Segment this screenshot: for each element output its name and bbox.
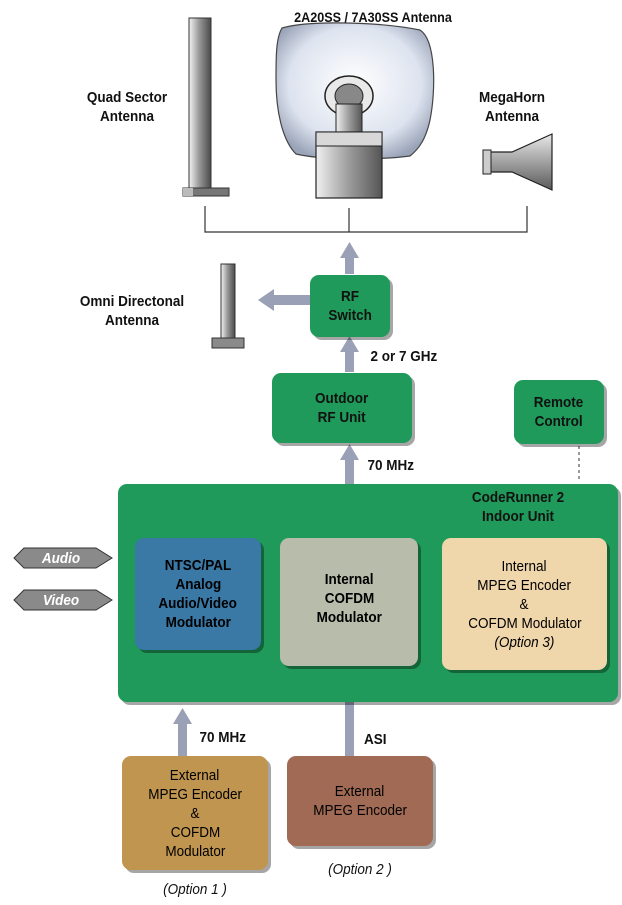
quad-sector-antenna-icon bbox=[182, 17, 230, 197]
if-70mhz-bottom-label: 70 MHz bbox=[199, 729, 247, 746]
internal-mpeg-encoder-box: Internal MPEG Encoder & COFDM Modulator … bbox=[442, 538, 607, 670]
omni-antenna-icon bbox=[211, 263, 245, 349]
if-70mhz-top-label: 70 MHz bbox=[367, 457, 415, 474]
video-input-arrow bbox=[13, 589, 113, 611]
external-mpeg-encoder-box: External MPEG Encoder bbox=[287, 756, 433, 846]
audio-input-label: Audio bbox=[41, 550, 81, 567]
asi-label: ASI bbox=[364, 731, 387, 748]
audio-input-arrow bbox=[13, 547, 113, 569]
parabolic-antenna-icon bbox=[275, 22, 435, 199]
option-1-label: (Option 1 ) bbox=[163, 881, 227, 898]
external-mpeg-cofdm-box: External MPEG Encoder & COFDM Modulator bbox=[122, 756, 268, 870]
megahorn-antenna-icon bbox=[482, 133, 553, 191]
option-2-label: (Option 2 ) bbox=[328, 861, 392, 878]
parabolic-antenna-label: 2A20SS / 7A30SS Antenna bbox=[294, 9, 452, 25]
antenna-bus-line bbox=[204, 206, 528, 233]
video-input-label: Video bbox=[42, 592, 80, 609]
freq-2-7-label: 2 or 7 GHz bbox=[370, 348, 438, 365]
signal-arrows bbox=[173, 242, 360, 758]
